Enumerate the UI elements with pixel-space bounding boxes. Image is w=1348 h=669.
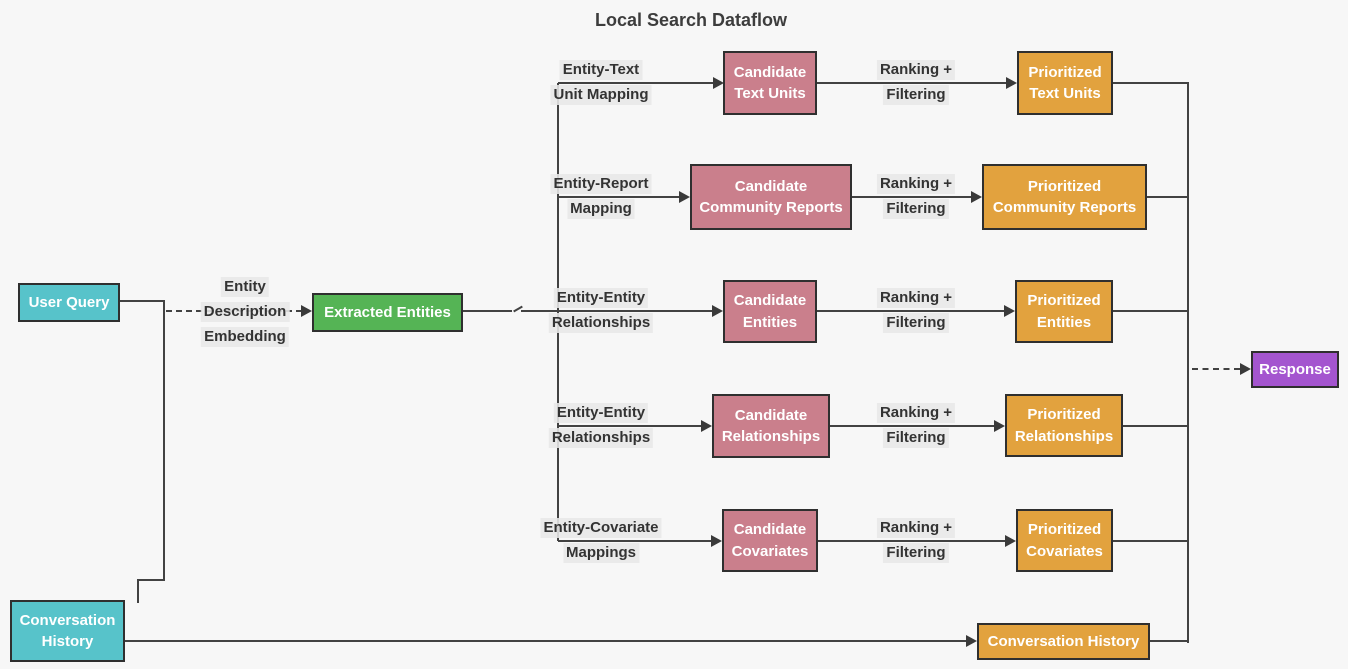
- edge-response-dashed: [1192, 368, 1240, 370]
- node-candidate-entities: Candidate Entities: [723, 280, 817, 343]
- node-user-query: User Query: [18, 283, 120, 322]
- edge-left-step-horizontal: [137, 579, 165, 581]
- node-prioritized-community-reports: Prioritized Community Reports: [982, 164, 1147, 230]
- node-candidate-community-reports: Candidate Community Reports: [690, 164, 852, 230]
- edge-row2-ranking: [852, 196, 971, 198]
- arrowhead-prioritized-covariates: [1005, 535, 1016, 547]
- edge-row2-feed: [558, 196, 679, 198]
- edge-left-vertical: [163, 300, 165, 581]
- arrowhead-conversation-history: [966, 635, 977, 647]
- node-prioritized-entities: Prioritized Entities: [1015, 280, 1113, 343]
- edge-conversation-history-collect: [1150, 640, 1189, 642]
- label-row5-mapping: Entity-Covariate Mappings: [540, 518, 662, 563]
- edge-row1-feed: [558, 82, 713, 84]
- node-conversation-history-left: Conversation History: [10, 600, 125, 662]
- arrowhead-prioritized-relationships: [994, 420, 1005, 432]
- edge-row1-collect: [1113, 82, 1188, 84]
- arrowhead-prioritized-community-reports: [971, 191, 982, 203]
- node-candidate-text-units: Candidate Text Units: [723, 51, 817, 115]
- edge-extracted-out-a: [463, 310, 512, 312]
- edge-conversation-history-bottom: [125, 640, 967, 642]
- edge-row2-collect: [1147, 196, 1188, 198]
- label-entity-description-embedding: Entity Description Embedding: [200, 277, 290, 347]
- edge-row3-ranking: [817, 310, 1004, 312]
- edge-user-query-out: [120, 300, 164, 302]
- arrowhead-candidate-text-units: [713, 77, 724, 89]
- label-row1-mapping: Entity-Text Unit Mapping: [550, 60, 652, 105]
- label-row3-mapping: Entity-Entity Relationships: [548, 288, 654, 333]
- arrowhead-candidate-covariates: [711, 535, 722, 547]
- arrowhead-prioritized-text-units: [1006, 77, 1017, 89]
- diagram-title: Local Search Dataflow: [594, 10, 788, 30]
- node-candidate-relationships: Candidate Relationships: [712, 394, 830, 458]
- node-prioritized-covariates: Prioritized Covariates: [1016, 509, 1113, 572]
- label-row3-ranking: Ranking + Filtering: [876, 288, 956, 333]
- arrowhead-prioritized-entities: [1004, 305, 1015, 317]
- edge-left-step-vertical: [137, 579, 139, 603]
- label-row5-ranking: Ranking + Filtering: [876, 518, 956, 563]
- edge-row1-ranking: [817, 82, 1006, 84]
- edge-row5-ranking: [818, 540, 1005, 542]
- edge-row3-feed: [521, 310, 712, 312]
- arrowhead-candidate-relationships: [701, 420, 712, 432]
- edge-row3-collect: [1113, 310, 1188, 312]
- arrowhead-candidate-community-reports: [679, 191, 690, 203]
- label-row1-ranking: Ranking + Filtering: [876, 60, 956, 105]
- arrowhead-extracted-entities: [301, 305, 312, 317]
- node-prioritized-relationships: Prioritized Relationships: [1005, 394, 1123, 457]
- arrowhead-response: [1240, 363, 1251, 375]
- edge-row4-feed: [558, 425, 701, 427]
- node-conversation-history-bottom: Conversation History: [977, 623, 1150, 660]
- label-row2-ranking: Ranking + Filtering: [876, 174, 956, 219]
- edge-distributor-vertical: [557, 83, 559, 541]
- node-response: Response: [1251, 351, 1339, 388]
- node-candidate-covariates: Candidate Covariates: [722, 509, 818, 572]
- node-prioritized-text-units: Prioritized Text Units: [1017, 51, 1113, 115]
- arrowhead-candidate-entities: [712, 305, 723, 317]
- label-row4-mapping: Entity-Entity Relationships: [548, 403, 654, 448]
- edge-row4-ranking: [830, 425, 994, 427]
- edge-row5-feed: [558, 540, 711, 542]
- node-extracted-entities: Extracted Entities: [312, 293, 463, 332]
- edge-row5-collect: [1113, 540, 1188, 542]
- edge-collector-vertical: [1187, 82, 1189, 643]
- edge-row4-collect: [1123, 425, 1188, 427]
- label-row4-ranking: Ranking + Filtering: [876, 403, 956, 448]
- label-row2-mapping: Entity-Report Mapping: [550, 174, 652, 219]
